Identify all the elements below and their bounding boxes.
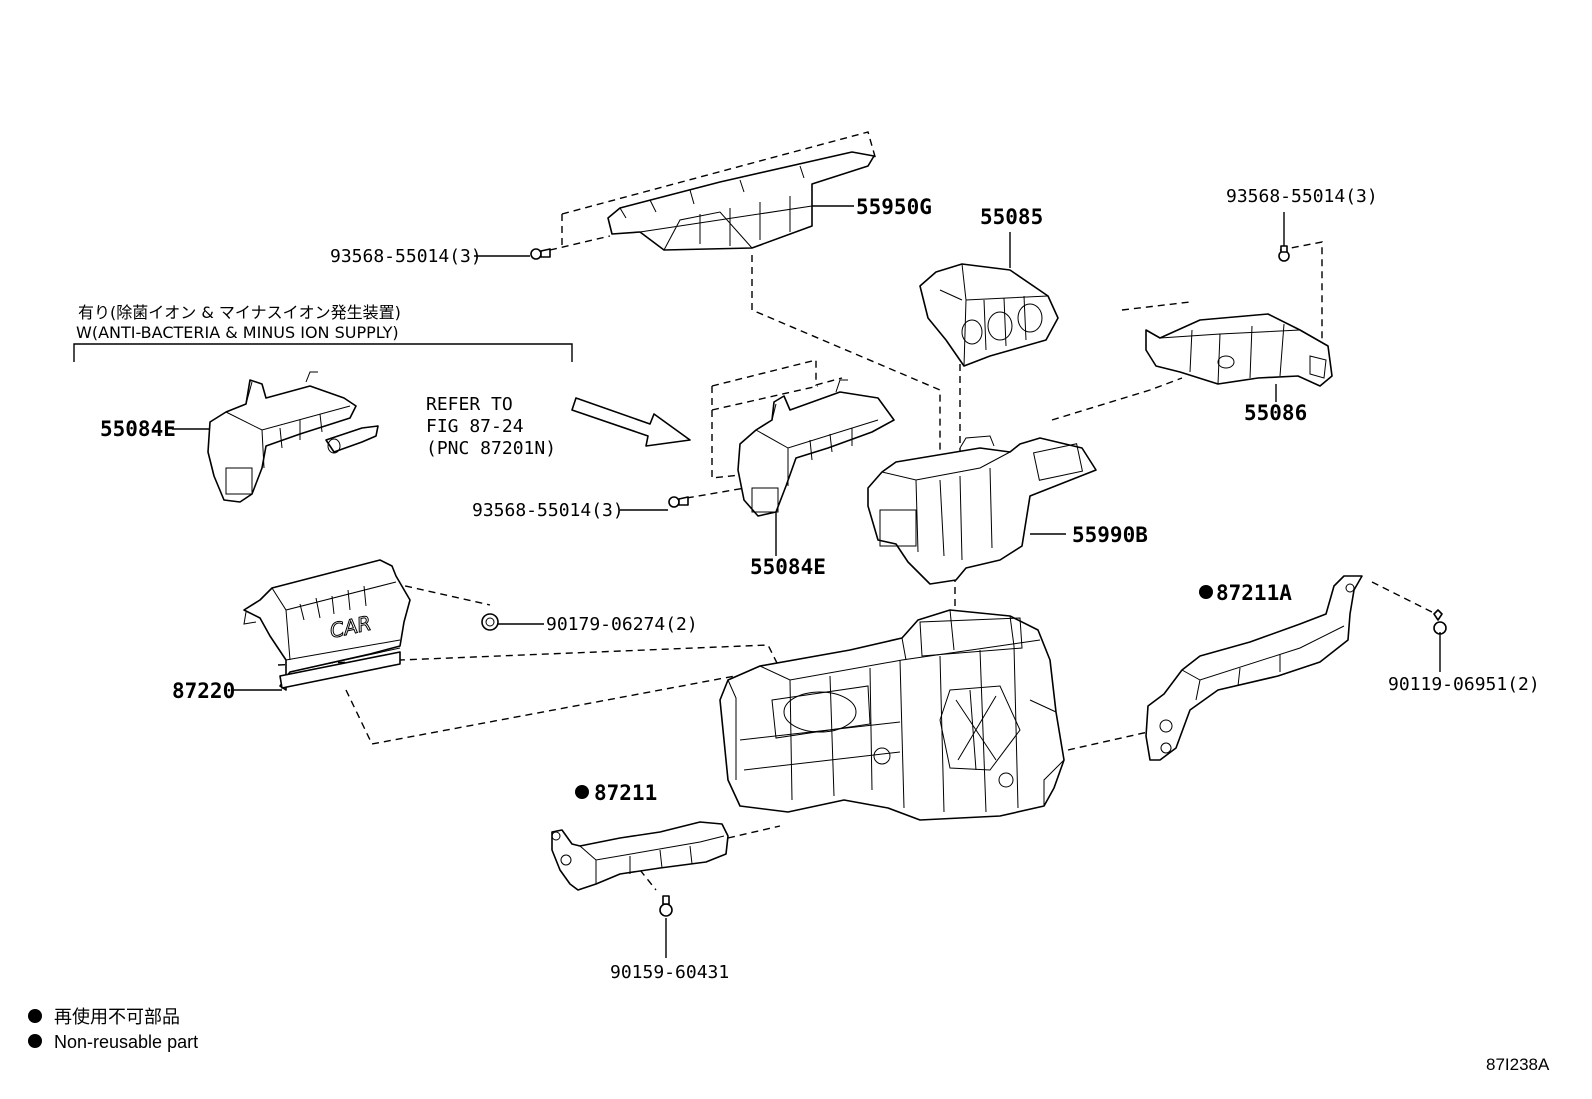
part-55084E-left-duct xyxy=(207,371,357,503)
reference-arrow xyxy=(571,397,691,447)
connector-hose xyxy=(325,425,379,454)
label-55950G: 55950G xyxy=(856,195,932,219)
fastener-group xyxy=(481,245,1447,917)
legend-en: Non-reusable part xyxy=(54,1032,198,1052)
label-bolt-90119: 90119-06951(2) xyxy=(1388,674,1540,695)
non-reusable-dot xyxy=(575,785,589,799)
refer-line-1: REFER TO xyxy=(426,394,513,415)
part-87211A-bracket xyxy=(1145,575,1363,761)
part-55084E-mid-duct xyxy=(737,379,895,517)
label-87220: 87220 xyxy=(172,679,235,703)
part-55086-duct xyxy=(1145,313,1333,387)
option-note-jp: 有り(除菌イオン & マイナスイオン発生装置) xyxy=(78,303,401,322)
part-87220-duct xyxy=(243,559,411,691)
label-55085: 55085 xyxy=(980,205,1043,229)
label-bolt-90159: 90159-60431 xyxy=(610,962,729,983)
bolt-icon xyxy=(1433,609,1447,635)
label-55086: 55086 xyxy=(1244,401,1307,425)
bolt-icon xyxy=(530,248,551,260)
refer-line-3: (PNC 87201N) xyxy=(426,438,556,459)
refer-line-2: FIG 87-24 xyxy=(426,416,524,437)
bolt-icon xyxy=(659,895,673,917)
assembly-lines xyxy=(277,131,1433,891)
leader-lines xyxy=(73,205,1441,958)
label-55990B: 55990B xyxy=(1072,523,1148,547)
part-55990B-duct xyxy=(867,435,1097,585)
label-55084E-left: 55084E xyxy=(100,417,176,441)
part-87211-bracket xyxy=(551,821,729,891)
figure-id: 87I238A xyxy=(1486,1055,1550,1074)
label-bolt-mid: 93568-55014(3) xyxy=(472,500,624,521)
label-bolt-top: 93568-55014(3) xyxy=(330,246,482,267)
part-55950G-duct xyxy=(607,151,875,251)
option-note-en: W(ANTI-BACTERIA & MINUS ION SUPPLY) xyxy=(76,323,399,342)
hvac-unit-assembly xyxy=(719,609,1065,821)
label-bolt-right: 93568-55014(3) xyxy=(1226,186,1378,207)
label-nut-90179: 90179-06274(2) xyxy=(546,614,698,635)
part-55085-duct xyxy=(919,263,1059,367)
part-labels: 55950G 55085 55086 55084E 55084E 55990B … xyxy=(28,186,1550,1074)
bolt-icon xyxy=(1278,245,1290,262)
legend-jp: 再使用不可部品 xyxy=(54,1007,180,1027)
legend-dot-jp xyxy=(28,1009,42,1023)
nut-icon xyxy=(481,613,499,631)
bolt-icon xyxy=(668,496,689,508)
non-reusable-dot xyxy=(1199,585,1213,599)
label-55084E-mid: 55084E xyxy=(750,555,826,579)
legend-dot-en xyxy=(28,1034,42,1048)
label-87211A: 87211A xyxy=(1216,581,1292,605)
label-87211: 87211 xyxy=(594,781,657,805)
